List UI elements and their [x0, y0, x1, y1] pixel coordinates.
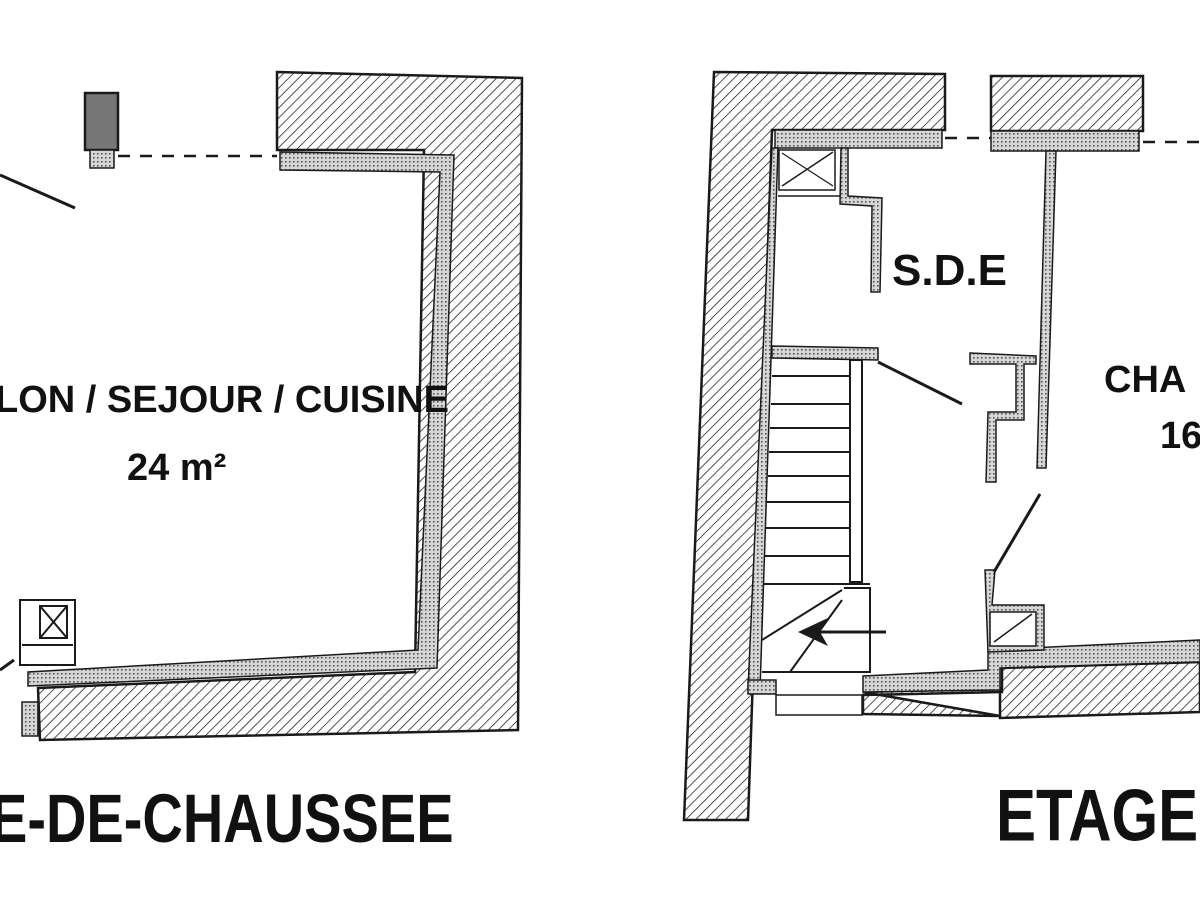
upper-left-wall — [682, 70, 947, 822]
central-partition — [1036, 150, 1057, 469]
ground-floor-plan — [19, 70, 524, 742]
stair-direction-arrow — [798, 618, 886, 646]
upper-floor-plan — [682, 70, 1200, 822]
bathroom-partition — [839, 147, 883, 293]
upper-floor-caption: ETAGE — [996, 775, 1198, 857]
bedroom-name: CHA — [1104, 359, 1186, 401]
kitchen-unit — [19, 599, 76, 666]
bathroom-label: S.D.E — [892, 246, 1007, 295]
bedroom-door-swing — [992, 493, 1042, 573]
ground-inner-lining — [27, 151, 455, 687]
staircase — [761, 359, 871, 673]
upper-top-wall — [989, 74, 1145, 133]
bedroom-area: 16 — [1160, 415, 1200, 457]
ground-outer-wall — [36, 70, 524, 742]
ground-room-area: 24 m² — [127, 447, 226, 489]
ground-door-swing — [0, 173, 76, 210]
bathroom-door-swing — [877, 360, 963, 406]
ground-pillar — [83, 91, 120, 152]
ground-floor-caption: E-DE-CHAUSSEE — [0, 781, 454, 858]
ground-room-name: LON / SEJOUR / CUISINE — [0, 379, 449, 421]
closet-partition — [969, 352, 1037, 483]
